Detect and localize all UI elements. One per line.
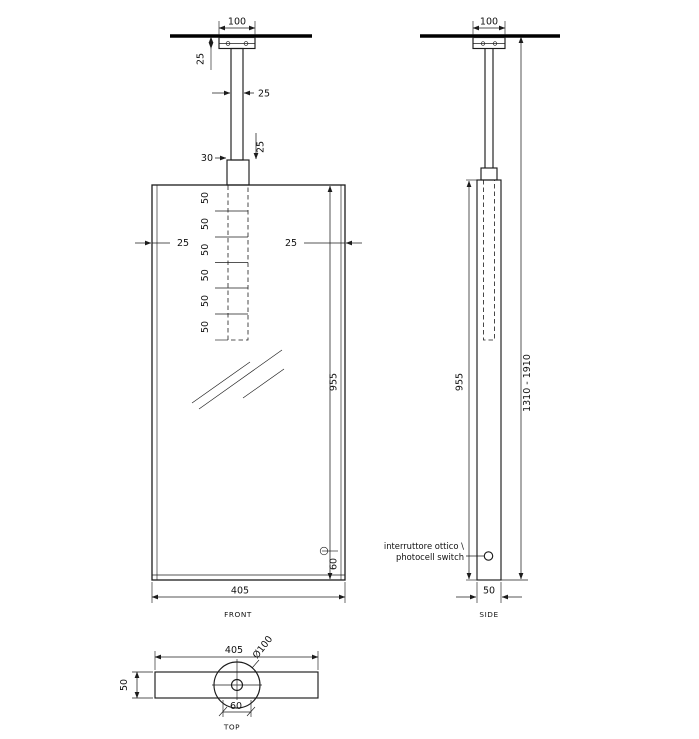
dim-side-depth: 50	[456, 582, 522, 603]
dim-text-edge-left: 25	[177, 238, 189, 249]
dim-text-ceiling-drop: 25	[196, 53, 207, 65]
photocell-front-circle	[319, 546, 329, 556]
dim-text-edge-right: 25	[285, 238, 297, 249]
suspension-rod	[230, 47, 244, 161]
mirror-panel-side	[476, 179, 502, 581]
dim-text-slot-step: 50	[200, 269, 211, 281]
dim-text-connector-width: 30	[201, 153, 213, 164]
photocell-side-circle	[483, 551, 494, 561]
dim-text-overall-range: 1310 - 1910	[522, 354, 533, 412]
callout-text-english: photocell switch	[396, 552, 464, 562]
dim-text-mirror-width: 405	[231, 586, 249, 597]
dim-front-connector-width: 30	[201, 153, 227, 164]
dim-front-rod-width: 25	[212, 89, 270, 100]
dim-text-connector-height: 25	[256, 141, 267, 153]
dim-side-overall-range: 1310 - 1910	[501, 36, 533, 581]
dim-front-connector-height: 25	[253, 133, 267, 160]
dim-top-depth: 50	[119, 671, 153, 699]
mirror-reflection-marks	[191, 349, 285, 410]
dim-text-center-offset: 60	[230, 701, 242, 712]
dim-front-edge-left: 25	[135, 238, 189, 249]
dim-text-mirror-height-side: 955	[455, 373, 466, 391]
dim-top-width: 405	[154, 645, 319, 670]
top-view: 405 50 Ø100 60 TOP	[119, 634, 319, 732]
ceiling-mount-plate-side	[472, 36, 506, 50]
rod-connector-side	[480, 167, 498, 181]
dim-front-edge-right: 25	[285, 238, 362, 249]
photocell-callout: interruttore ottico \ photocell switch	[384, 541, 484, 562]
dim-text-mirror-height: 955	[329, 373, 340, 391]
dim-top-center-offset: 60	[218, 700, 256, 717]
dim-side-mirror-height: 955	[455, 179, 477, 581]
dim-side-plate-width: 100	[472, 17, 506, 35]
side-view: 100 955 1310 - 1910 interruttore ottico …	[384, 17, 560, 619]
mirror-panel	[151, 184, 346, 581]
dim-text-plate-width-side: 100	[480, 17, 498, 28]
dim-text-plate-width: 100	[228, 17, 246, 28]
top-view-label: TOP	[223, 723, 240, 732]
front-view: 100 25 25 30 25	[135, 17, 362, 619]
rod-connector	[226, 159, 250, 186]
dim-text-slot-step: 50	[200, 218, 211, 230]
dim-text-slot-step: 50	[200, 321, 211, 333]
dim-text-slot-step: 50	[200, 244, 211, 256]
front-view-label: FRONT	[224, 610, 252, 619]
dim-text-sensor-bottom: 60	[329, 558, 340, 570]
callout-text-italian: interruttore ottico \	[384, 541, 464, 551]
dim-text-depth-side: 50	[483, 586, 495, 597]
ceiling-mount-plate	[218, 36, 256, 50]
height-adjustment-slot-side	[483, 179, 495, 341]
dim-front-mirror-width: 405	[151, 582, 346, 603]
side-view-label: SIDE	[479, 610, 498, 619]
diameter-leader-line	[251, 659, 260, 669]
plate-screw-icon	[243, 41, 249, 46]
dim-flange-diameter: Ø100	[251, 634, 275, 669]
dim-front-mirror-height: 955 60	[322, 185, 340, 580]
dim-text-slot-step: 50	[200, 295, 211, 307]
plate-screw-icon	[492, 41, 498, 46]
dim-text-slot-step: 50	[200, 192, 211, 204]
dim-front-plate-width: 100	[218, 17, 256, 35]
mirror-top-profile	[154, 671, 319, 699]
plate-screw-icon	[480, 41, 486, 46]
dim-text-depth-top: 50	[119, 679, 130, 691]
dim-text-rod-width: 25	[258, 89, 270, 100]
height-adjustment-slots: 50 50 50 50 50 50	[200, 184, 249, 341]
dim-front-ceiling-drop: 25	[196, 36, 214, 70]
plate-screw-icon	[225, 41, 231, 46]
dim-text-width-top: 405	[225, 645, 243, 656]
